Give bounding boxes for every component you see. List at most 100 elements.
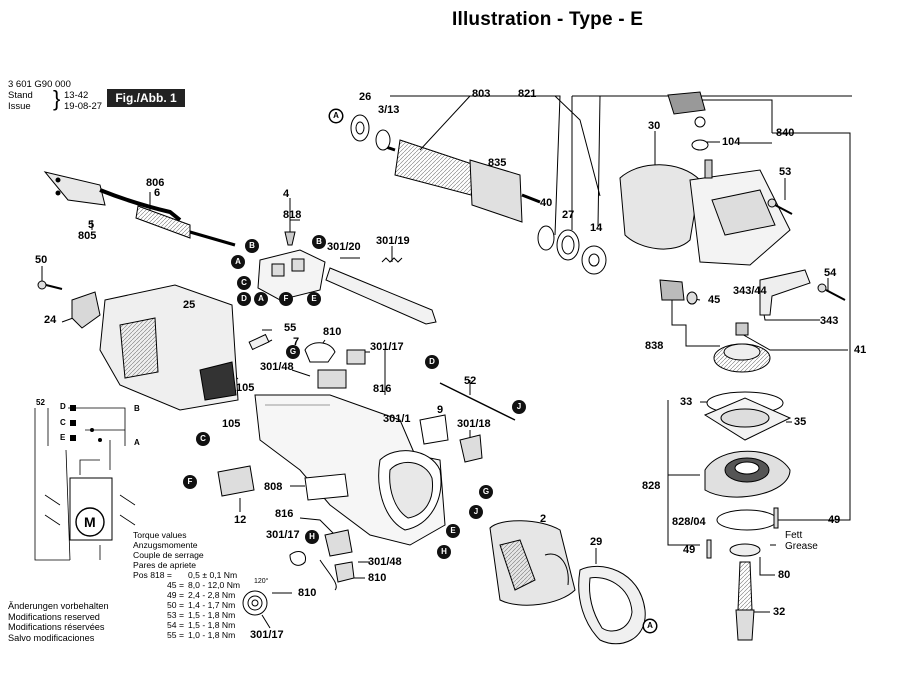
grease-note-fett: Fett [785,530,803,541]
cable [189,230,236,247]
switch-assembly [257,231,326,301]
part-7: 7 [293,336,300,348]
wiring-diagram [34,407,136,561]
part-number: 3 601 G90 000 [8,79,71,90]
part-840: 840 [776,127,795,139]
torque-value: 1,5 - 1,8 Nm [188,620,236,630]
screw-54 [817,283,846,301]
torque-value: 1,5 - 1,8 Nm [188,610,236,620]
part-301-18 [459,434,483,463]
callout-a-armature: A [329,109,343,123]
part-808: 808 [264,481,283,493]
part-9: 9 [437,404,444,416]
callout-e-coil: E [446,524,460,538]
torque-heading-fr: Couple de serrage [133,550,204,560]
part-49-right: 49 [828,514,841,526]
page-title: Illustration - Type - E [452,9,644,30]
rings-40-27-14 [537,225,607,275]
label-plate-9 [419,414,449,445]
torque-value: 8,0 - 12,0 Nm [188,580,241,590]
part-27: 27 [562,209,575,221]
part-810-upper: 810 [323,326,342,338]
torque-pos: 50 = [167,600,184,610]
part-821: 821 [518,88,537,100]
torque-pos: 54 = [167,620,184,630]
stand-value: 13-42 [64,90,89,101]
wiring-letter-a: A [134,438,140,447]
part-803: 803 [472,88,491,100]
torque-value: 1,0 - 1,8 Nm [188,630,236,640]
callout-f-switch: F [279,292,293,306]
callout-e-switch: E [307,292,321,306]
part-30: 30 [648,120,661,132]
capacitor-12 [217,465,255,497]
callout-c-switch: C [237,276,251,290]
part-301-20: 301/20 [327,241,361,253]
part-301-48-lower: 301/48 [368,556,402,568]
part-40: 40 [540,197,553,209]
part-301-19: 301/19 [376,235,410,247]
header-brace: } [53,86,61,111]
gear-head-housing [619,91,791,266]
part-49-left: 49 [683,544,696,556]
part-818: 818 [283,209,302,221]
part-80: 80 [778,569,791,581]
bevel-gear-41 [713,322,771,373]
screw-53 [767,198,793,215]
torque-heading-de: Anzugsmomente [133,540,198,550]
bracket-24 [71,291,101,329]
label-808 [304,473,349,501]
brush-holder [248,333,366,389]
callout-b-cable: B [245,239,259,253]
torque-row: 50 = 1,4 - 1,7 Nm [133,600,240,610]
torque-value: 0,5 ± 0,1 Nm [188,570,238,580]
issue-label: Issue [8,101,31,112]
part-810-lower: 810 [368,572,387,584]
torque-row: Pos 818 =0,5 ± 0,1 Nm [133,570,240,580]
part-4: 4 [283,188,290,200]
part-301-1: 301/1 [383,413,411,425]
part-301-17-upper: 301/17 [370,341,404,353]
part-26: 26 [359,91,372,103]
callout-h-coil: H [437,545,451,559]
torque-row: 55 = 1,0 - 1,8 Nm [133,630,240,640]
flange-828 [704,450,791,531]
slide-bar [325,267,437,325]
notice-fr: Modifications réservées [8,622,105,633]
part-12: 12 [234,514,247,526]
part-301-18: 301/18 [457,418,491,430]
torque-row: 49 =2,4 - 2,8 Nm [133,590,240,600]
part-301-48-upper: 301/48 [260,361,294,373]
motor-housing [99,284,239,411]
torque-pos: 49 = [167,590,184,600]
part-805: 805 [78,230,97,242]
callout-j-coil: J [469,505,483,519]
part-835: 835 [488,157,507,169]
callout-g-coil: G [479,485,493,499]
issue-value: 19-08-27 [64,101,103,112]
part-104: 104 [722,136,741,148]
callout-c-capacitor: C [196,432,210,446]
torque-pos: 55 = [167,630,184,640]
part-2: 2 [540,513,547,525]
torque-row: 45 = 8,0 - 12,0 Nm [133,580,240,590]
figure-label: Fig./Abb. 1 [107,89,185,107]
part-29: 29 [590,536,603,548]
part-5: 5 [88,219,95,231]
part-301-17-lower: 301/17 [266,529,300,541]
part-45: 45 [708,294,721,306]
rod-52 [439,382,516,421]
callout-h-brush: H [305,530,319,544]
wiring-label: 52 [36,398,45,407]
part-301-17-bottom: 301/17 [250,629,284,641]
gear-housing [254,394,446,546]
part-105-upper: 105 [236,382,255,394]
fan-baffle-29 [578,565,646,645]
torque-pos: 45 = [167,580,184,590]
torque-value: 1,4 - 1,7 Nm [188,600,236,610]
part-53: 53 [779,166,792,178]
part-35: 35 [794,416,807,428]
lower-brush-set [289,529,355,591]
part-32: 32 [773,606,786,618]
